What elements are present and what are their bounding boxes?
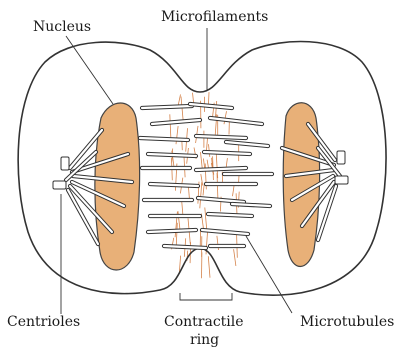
microfilament-strand: [193, 93, 194, 104]
microfilament-strand: [203, 159, 204, 169]
left-centrioles: [53, 157, 69, 189]
microtubule: [232, 204, 270, 206]
microtubule: [196, 168, 246, 170]
microtubule: [208, 214, 252, 216]
microtubule: [202, 230, 248, 234]
contractile-ring-label-line2: ring: [190, 333, 219, 348]
microtubule: [164, 246, 206, 248]
microfilament-strand: [203, 183, 204, 195]
microtubule: [142, 106, 192, 108]
microfilament-strand: [233, 185, 235, 197]
microtubule: [148, 230, 196, 232]
microfilament-strand: [208, 256, 210, 277]
microtubule: [198, 198, 244, 202]
microtubules-label: Microtubules: [300, 315, 394, 330]
microfilament-strand: [170, 114, 171, 137]
microtubule: [190, 104, 232, 108]
microfilaments-label: Microfilaments: [161, 10, 268, 25]
microtubule: [148, 154, 196, 156]
centrioles-label: Centrioles: [7, 315, 80, 330]
microfilament-strand: [200, 182, 202, 208]
contractile-ring-bracket: [180, 293, 232, 300]
right-centrioles: [335, 151, 348, 184]
nucleus-label: Nucleus: [33, 20, 91, 35]
microfilament-strand: [205, 208, 207, 232]
nucleus-leader-line: [66, 36, 113, 104]
microfilament-strand: [178, 94, 180, 105]
microtubule: [204, 152, 250, 154]
microtubule: [140, 138, 188, 140]
contractile-ring-label-line1: Contractile: [164, 315, 244, 330]
microfilament-strand: [234, 249, 236, 266]
microtubule: [226, 142, 268, 146]
microtubule: [196, 136, 246, 138]
microtubules-leader-line: [246, 236, 292, 313]
microtubule: [152, 120, 200, 124]
microtubule: [150, 184, 198, 186]
